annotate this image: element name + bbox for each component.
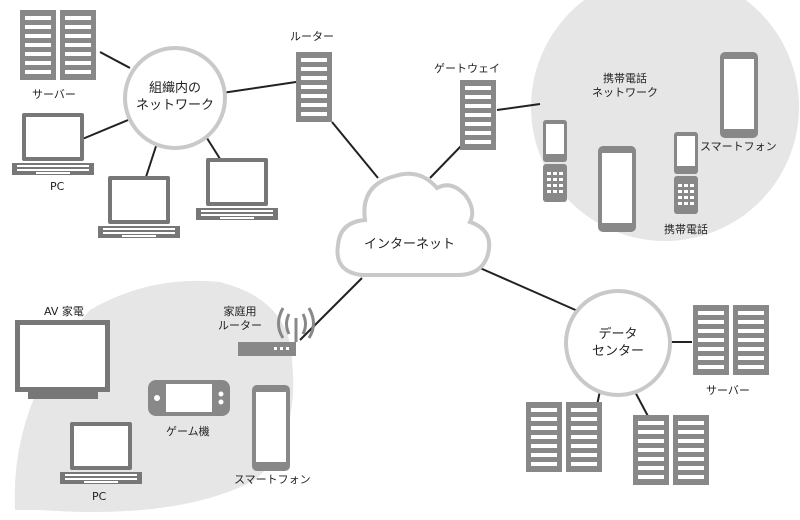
game-console-icon xyxy=(148,380,230,416)
wifi-icon xyxy=(277,307,315,342)
dc-server-label: サーバー xyxy=(706,384,750,397)
av-home-label: AV 家電 xyxy=(44,305,84,318)
gateway-label: ゲートウェイ xyxy=(434,62,500,75)
server-rack-icon xyxy=(633,415,709,485)
home-pc-label: PC xyxy=(92,490,107,503)
smartphone-icon xyxy=(598,146,636,232)
org-network-label: 組織内のネットワーク xyxy=(135,81,214,113)
home-smartphone-label: スマートフォン xyxy=(234,473,311,486)
feature-phone-label: 携帯電話 xyxy=(664,223,708,236)
server-rack-icon xyxy=(20,10,96,80)
data-center-label: データセンター xyxy=(591,327,644,359)
org-server-label: サーバー xyxy=(32,88,76,101)
laptop-icon xyxy=(196,158,278,220)
mobile-network-label: 携帯電話ネットワーク xyxy=(592,72,658,99)
server-rack-icon xyxy=(693,305,769,375)
cloud-icon xyxy=(335,171,492,278)
smartphone-label: スマートフォン xyxy=(700,140,777,153)
router-icon xyxy=(238,342,296,356)
internet-label: インターネット xyxy=(364,237,456,252)
laptop-icon xyxy=(98,176,180,238)
router-label: ルーター xyxy=(290,30,334,43)
server-rack-icon xyxy=(526,402,602,472)
smartphone-icon xyxy=(720,52,758,138)
feature-phone-icon xyxy=(543,120,567,202)
router-icon xyxy=(296,52,332,122)
tv-icon xyxy=(15,320,110,399)
game-console-label: ゲーム機 xyxy=(166,425,210,438)
laptop-icon xyxy=(60,422,142,484)
data-center-bubble xyxy=(564,289,672,397)
org-pc-label: PC xyxy=(50,180,65,193)
gateway-icon xyxy=(460,80,496,150)
org-network-bubble xyxy=(123,46,227,150)
smartphone-icon xyxy=(252,385,290,471)
home-router-label: 家庭用ルーター xyxy=(218,305,262,332)
mobile-network-region xyxy=(531,0,799,241)
laptop-icon xyxy=(12,113,94,175)
feature-phone-icon xyxy=(674,132,698,214)
